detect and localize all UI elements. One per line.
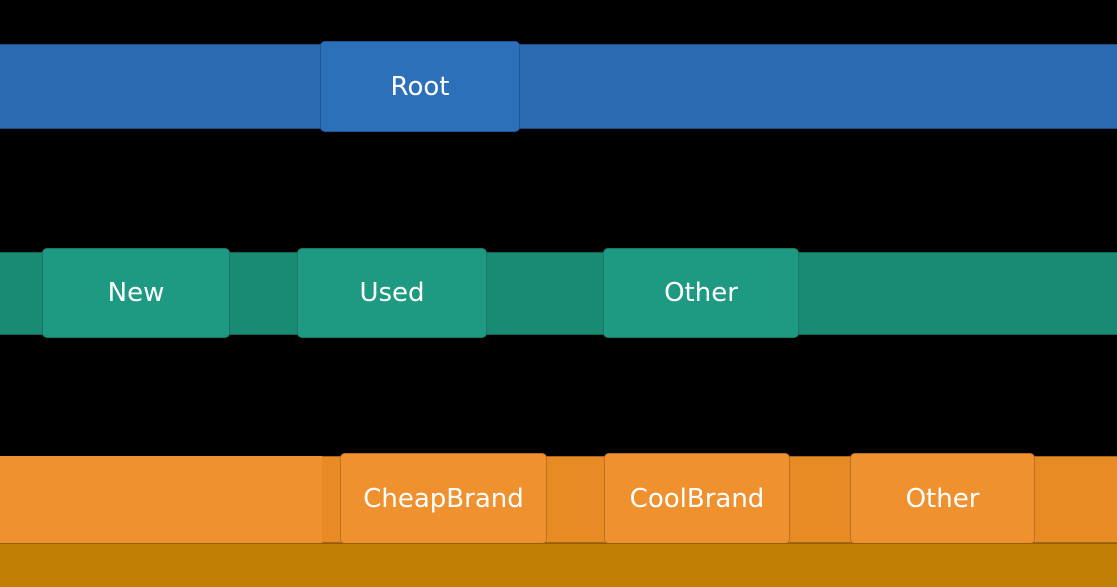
level-3-label-coolbrand: CoolBrand — [629, 483, 765, 514]
level-2-node-other[interactable]: Other — [603, 248, 799, 338]
level-2-label-used: Used — [359, 278, 425, 308]
level-1-node-root[interactable]: Root — [320, 41, 520, 132]
level-2-node-new[interactable]: New — [42, 248, 230, 338]
level-2-label-new: New — [107, 278, 165, 308]
level-1-strip — [0, 44, 1117, 129]
level-3-label-other: Other — [905, 483, 980, 514]
level-2-node-used[interactable]: Used — [297, 248, 487, 338]
level-3-node-coolbrand[interactable]: CoolBrand — [604, 453, 790, 544]
level-3-node-unlabeled — [0, 456, 322, 543]
level-3-node-other[interactable]: Other — [850, 453, 1035, 544]
level-2-label-other: Other — [664, 278, 738, 308]
level-1-label-root: Root — [390, 71, 450, 102]
baseline-strip — [0, 543, 1117, 587]
level-3-label-cheapbrand: CheapBrand — [363, 483, 524, 514]
level-3-node-cheapbrand[interactable]: CheapBrand — [340, 453, 547, 544]
